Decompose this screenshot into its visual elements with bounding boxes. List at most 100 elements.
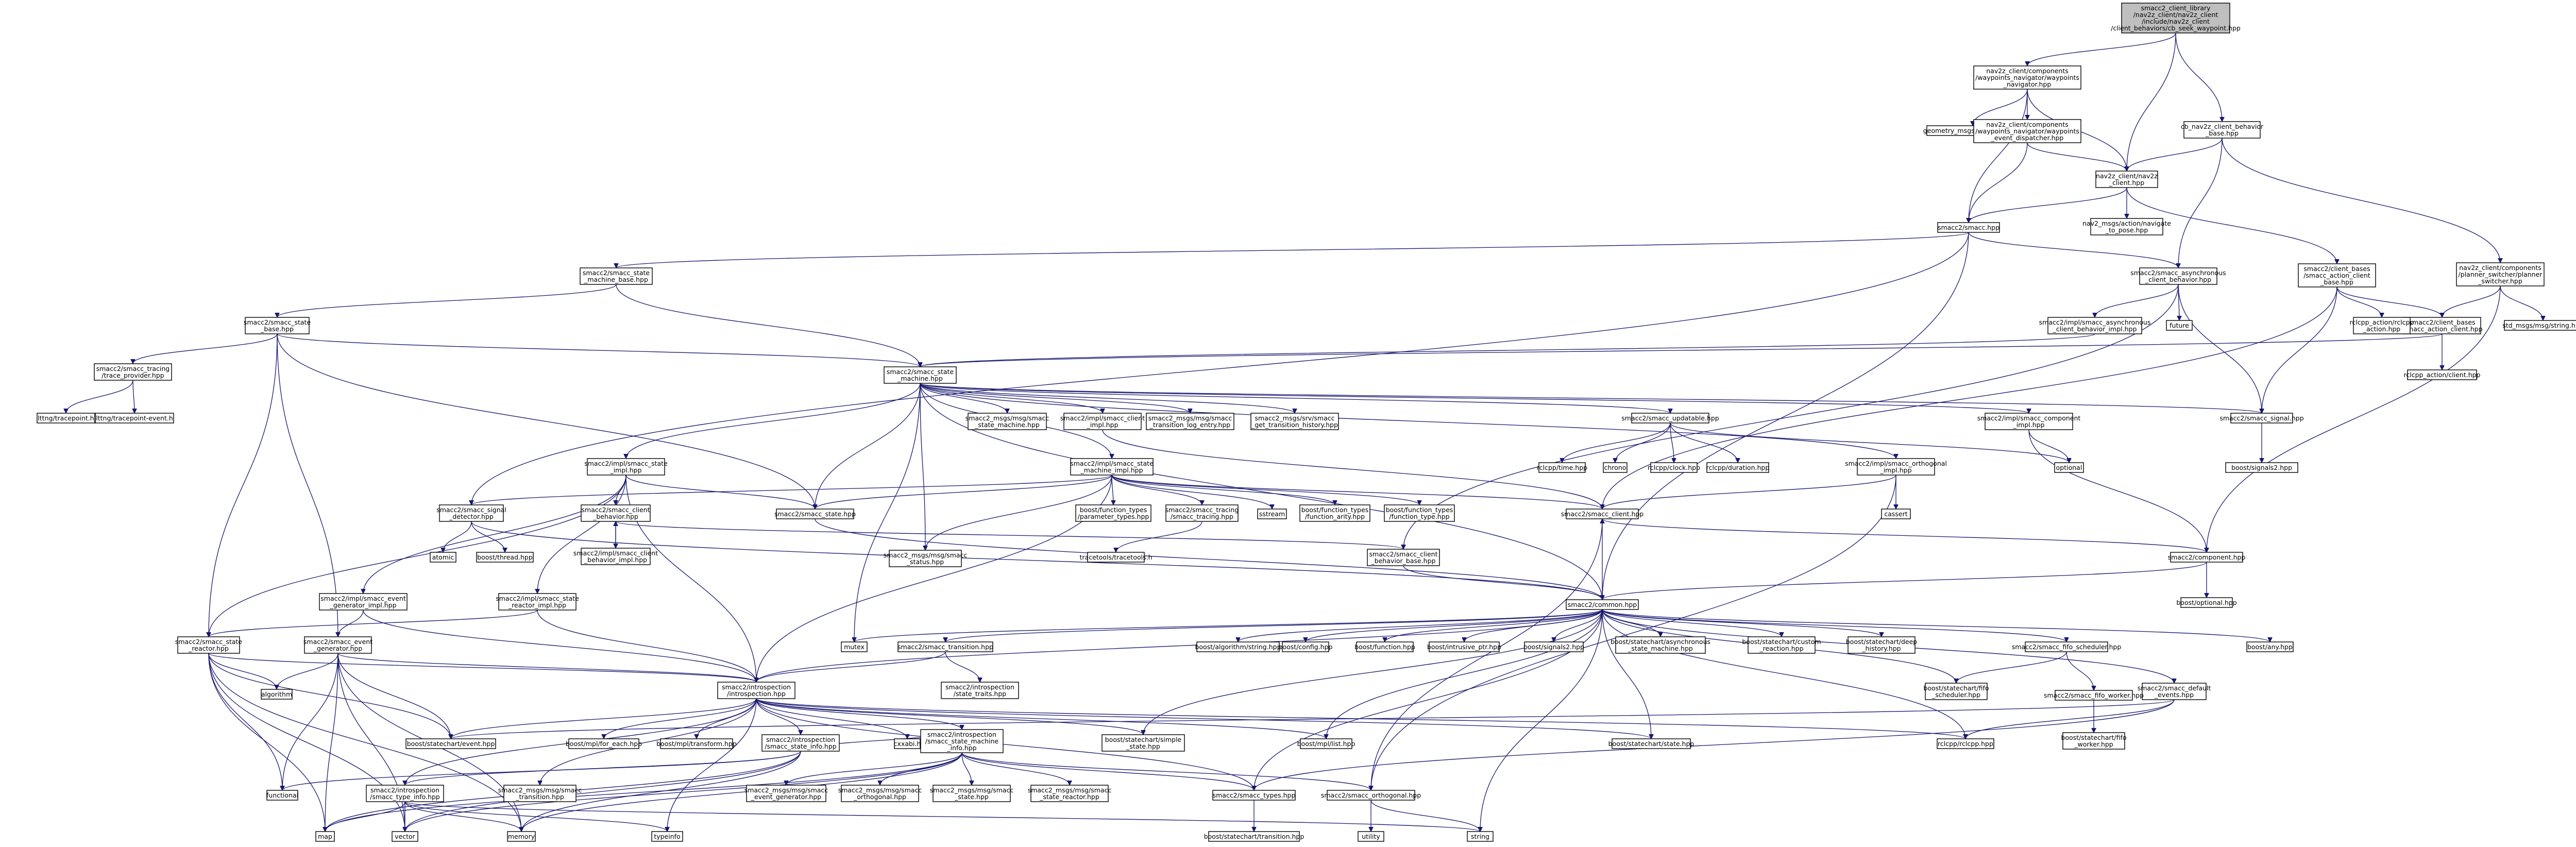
node-smacc-msgs-transition-log-entry[interactable]: smacc2_msgs/msg/smacc_transition_log_ent…: [1146, 413, 1234, 430]
node-utility[interactable]: utility: [1358, 831, 1384, 842]
node-cxxabi[interactable]: cxxabi.h: [894, 738, 921, 749]
node-introspection-smacc-state-machine-info[interactable]: smacc2/introspection/smacc_state_machine…: [920, 729, 1004, 753]
node-boost-mpl-for-each[interactable]: boost/mpl/for_each.hpp: [566, 738, 642, 749]
node-impl-smacc-state-reactor-impl[interactable]: smacc2/impl/smacc_state_reactor_impl.hpp: [496, 593, 579, 611]
node-tracetools[interactable]: tracetools/tracetools.h: [1080, 552, 1153, 563]
node-smacc-msgs-state-machine[interactable]: smacc2_msgs/msg/smacc_state_machine.hpp: [965, 413, 1049, 430]
node-smacc-msgs-transition[interactable]: smacc2_msgs/msg/smacc_transition.hpp: [498, 785, 582, 802]
node-impl-asynchronous-client-behavior-impl[interactable]: smacc2/impl/smacc_asynchronous_client_be…: [2039, 317, 2151, 334]
node-boost-algorithm-string[interactable]: boost/algorithm/string.hpp: [1195, 641, 1281, 652]
node-smacc-state-machine-base[interactable]: smacc2/smacc_state_machine_base.hpp: [580, 267, 653, 285]
node-impl-smacc-client-impl[interactable]: smacc2/impl/smacc_client_impl.hpp: [1060, 413, 1145, 430]
node-cb-nav2z-client-behavior-base[interactable]: cb_nav2z_client_behavior_base.hpp: [2181, 121, 2264, 139]
node-boost-function-types-parameter-types[interactable]: boost/function_types/parameter_types.hpp: [1075, 504, 1151, 522]
node-smacc-state-base[interactable]: smacc2/smacc_state_base.hpp: [244, 317, 311, 334]
node-smacc-msgs-event-generator[interactable]: smacc2_msgs/msg/smacc_event_generator.hp…: [744, 785, 828, 802]
node-rclcpp-duration[interactable]: rclcpp/duration.hpp: [1706, 462, 1770, 473]
node-impl-smacc-client-behavior-impl[interactable]: smacc2/impl/smacc_client_behavior_impl.h…: [573, 548, 658, 565]
node-nav2z-client-hpp[interactable]: nav2z_client/nav2z_client.hpp: [2095, 171, 2158, 188]
node-boost-intrusive-ptr[interactable]: boost/intrusive_ptr.hpp: [1427, 641, 1501, 652]
node-nav2z-waypoints-navigator[interactable]: nav2z_client/components/waypoints_naviga…: [1973, 65, 2081, 90]
node-boost-statechart-transition[interactable]: boost/statechart/transition.hpp: [1204, 831, 1304, 842]
node-smacc-msgs-status[interactable]: smacc2_msgs/msg/smacc_status.hpp: [884, 550, 968, 567]
node-rclcpp-action-client-hpp[interactable]: rclcpp_action/client.hpp: [2404, 369, 2481, 380]
node-rclcpp-action-client[interactable]: rclcpp_action/rclcpp_action.hpp: [2350, 317, 2414, 334]
node-impl-smacc-state-impl[interactable]: smacc2/impl/smacc_state_impl.hpp: [584, 458, 668, 476]
node-map[interactable]: map: [315, 831, 335, 842]
node-memory[interactable]: memory: [507, 831, 536, 842]
node-rclcpp-time[interactable]: rclcpp/time.hpp: [1537, 462, 1587, 473]
node-smacc-client-behavior-base[interactable]: smacc2/smacc_client_behavior_base.hpp: [1367, 549, 1440, 566]
node-client-bases-action-client[interactable]: smacc2/client_bases/smacc_action_client.…: [2401, 317, 2483, 334]
node-functional[interactable]: functional: [266, 790, 298, 801]
node-smacc-signal[interactable]: smacc2/smacc_signal.hpp: [2219, 413, 2304, 424]
node-boost-statechart-simple-state[interactable]: boost/statechart/simple_state.hpp: [1101, 734, 1185, 752]
node-smacc-event-generator[interactable]: smacc2/smacc_event_generator.hpp: [303, 636, 372, 654]
node-string[interactable]: string: [1467, 831, 1494, 842]
node-smacc-default-events[interactable]: smacc2/smacc_default_events.hpp: [2138, 683, 2211, 700]
node-impl-smacc-state-machine-impl[interactable]: smacc2/impl/smacc_state_machine_impl.hpp: [1070, 458, 1154, 476]
node-boost-any[interactable]: boost/any.hpp: [2246, 641, 2294, 652]
node-boost-mpl-transform[interactable]: boost/mpl/transform.hpp: [656, 738, 737, 749]
node-introspection-state-traits[interactable]: smacc2/introspection/state_traits.hpp: [941, 682, 1019, 699]
node-boost-signals2-hpp[interactable]: boost/signals2.hpp: [1523, 641, 1584, 652]
node-common[interactable]: smacc2/common.hpp: [1566, 599, 1639, 610]
node-smacc-state-machine[interactable]: smacc2/smacc_state_machine.hpp: [884, 366, 957, 384]
node-boost-config[interactable]: boost/config.hpp: [1279, 641, 1333, 652]
node-component[interactable]: smacc2/component.hpp: [2168, 552, 2246, 563]
node-smacc2-smacc[interactable]: smacc2/smacc.hpp: [1937, 222, 2000, 233]
node-smacc-msgs-get-transition-history[interactable]: smacc2_msgs/srv/smacc_get_transition_his…: [1250, 413, 1339, 430]
node-cassert[interactable]: cassert: [1881, 509, 1911, 519]
node-boost-statechart-deep-history[interactable]: boost/statechart/deep_history.hpp: [1846, 636, 1918, 654]
node-impl-smacc-orthogonal-impl[interactable]: smacc2/impl/smacc_orthogonal_impl.hpp: [1845, 458, 1947, 476]
node-boost-statechart-asynchronous-state-machine[interactable]: boost/statechart/asynchronous_state_mach…: [1611, 636, 1710, 654]
node-sstream[interactable]: sstream: [1257, 509, 1287, 519]
node-planner-switcher[interactable]: nav2z_client/components/planner_switcher…: [2456, 262, 2545, 286]
node-future[interactable]: future: [2166, 320, 2193, 331]
node-smacc-msgs-orthogonal[interactable]: smacc2_msgs/msg/smacc_orthogonal.hpp: [838, 785, 922, 802]
node-introspection-smacc-type-info[interactable]: smacc2/introspection/smacc_type_info.hpp: [366, 785, 444, 802]
node-std-msgs-string[interactable]: std_msgs/msg/string.hpp: [2502, 320, 2576, 331]
node-lttng-tracepoint[interactable]: lttng/tracepoint.h: [37, 413, 95, 424]
node-boost-statechart-event[interactable]: boost/statechart/event.hpp: [405, 738, 496, 749]
node-smacc-state[interactable]: smacc2/smacc_state.hpp: [774, 509, 856, 519]
node-typeinfo[interactable]: typeinfo: [651, 831, 683, 842]
node-boost-mpl-list[interactable]: boost/mpl/list.hpp: [1297, 738, 1355, 749]
node-mutex[interactable]: mutex: [841, 641, 868, 652]
node-boost-statechart-custom-reaction[interactable]: boost/statechart/custom_reaction.hpp: [1742, 636, 1821, 654]
node-vector[interactable]: vector: [392, 831, 418, 842]
node-nav2-msgs-navigate[interactable]: nav2_msgs/action/navigate_to_pose.hpp: [2082, 218, 2171, 235]
node-introspection[interactable]: smacc2/introspection/introspection.hpp: [717, 682, 795, 699]
node-smacc-asynchronous-client-behavior[interactable]: smacc2/smacc_asynchronous_client_behavio…: [2130, 267, 2226, 285]
node-boost-statechart-fifo-worker[interactable]: boost/statechart/fifo_worker.hpp: [2061, 732, 2127, 750]
node-smacc-client-behavior[interactable]: smacc2/smacc_client_behavior.hpp: [581, 504, 651, 522]
node-impl-smacc-event-generator-impl[interactable]: smacc2/impl/smacc_event_generator_impl.h…: [319, 593, 408, 611]
node-smacc-orthogonal[interactable]: smacc2/smacc_orthogonal.hpp: [1321, 790, 1421, 801]
node-waypoints-event-dispatcher[interactable]: nav2z_client/components/waypoints_naviga…: [1973, 119, 2081, 143]
node-boost-optional[interactable]: boost/optional.hpp: [2176, 597, 2237, 608]
node-smacc-tracing-trace-provider[interactable]: smacc2/smacc_tracing/trace_provider.hpp: [94, 363, 172, 381]
node-client-bases-action-client-base[interactable]: smacc2/client_bases/smacc_action_client_…: [2298, 263, 2376, 287]
node-algorithm[interactable]: algorithm: [261, 689, 293, 700]
node-smacc-fifo-worker[interactable]: smacc2/smacc_fifo_worker.hpp: [2044, 690, 2144, 701]
node-smacc-state-reactor[interactable]: smacc2/smacc_state_reactor.hpp: [175, 636, 243, 654]
node-impl-smacc-component-impl[interactable]: smacc2/impl/smacc_component_impl.hpp: [1977, 413, 2081, 430]
node-smacc-signal-detector[interactable]: smacc2/smacc_signal_detector.hpp: [436, 504, 506, 522]
node-boost-statechart-fifo-scheduler[interactable]: boost/statechart/fifo_scheduler.hpp: [1923, 683, 1989, 700]
node-rclcpp-rclcpp[interactable]: rclcpp/rclcpp.hpp: [1937, 738, 1994, 749]
node-smacc-transition[interactable]: smacc2/smacc_transition.hpp: [897, 641, 993, 652]
node-boost-statechart-state[interactable]: boost/statechart/state.hpp: [1608, 738, 1694, 749]
node-optional[interactable]: optional: [2054, 462, 2084, 473]
node-chrono[interactable]: chrono: [1603, 462, 1628, 473]
node-boost-thread[interactable]: boost/thread.hpp: [476, 552, 534, 563]
node-smacc-updatable[interactable]: smacc2/smacc_updatable.hpp: [1621, 413, 1719, 424]
node-root[interactable]: smacc2_client_library/nav2z_client/nav2z…: [2111, 3, 2241, 33]
node-smacc-types[interactable]: smacc2/smacc_types.hpp: [1212, 790, 1296, 801]
node-boost-function-types-function-type[interactable]: boost/function_types/function_type.hpp: [1384, 504, 1455, 522]
node-boost-signals2-signal[interactable]: boost/signals2.hpp: [2225, 462, 2298, 473]
node-rclcpp-clock[interactable]: rclcpp/clock.hpp: [1648, 462, 1700, 473]
node-boost-function[interactable]: boost/function.hpp: [1354, 641, 1415, 652]
node-smacc-tracing-smacc-tracing[interactable]: smacc2/smacc_tracing/smacc_tracing.hpp: [1165, 504, 1239, 522]
node-lttng-tracepoint-event[interactable]: lttng/tracepoint-event.h: [95, 413, 174, 424]
node-atomic[interactable]: atomic: [430, 552, 456, 563]
